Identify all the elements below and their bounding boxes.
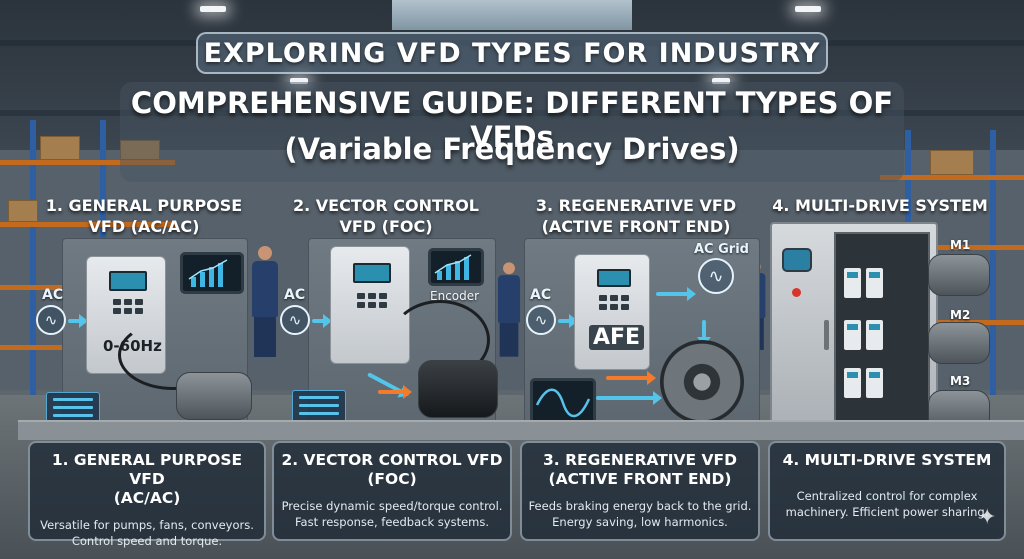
drive-module: [844, 268, 861, 298]
worker-figure: [252, 246, 278, 357]
title-panel: COMPREHENSIVE GUIDE: DIFFERENT TYPES OF …: [120, 82, 904, 182]
workbench: [518, 420, 768, 440]
motor-m1: [928, 254, 990, 296]
info-card-title: 2. VECTOR CONTROL VFD (FOC): [281, 451, 503, 488]
shelf-post: [30, 120, 36, 410]
column-heading-regenerative: 3. REGENERATIVE VFD (ACTIVE FRONT END): [535, 196, 737, 236]
worker-figure: [497, 262, 521, 357]
header-badge: EXPLORING VFD TYPES FOR INDUSTRY: [196, 32, 828, 74]
shelf-post: [990, 130, 996, 400]
info-card-multi-drive: 4. MULTI-DRIVE SYSTEM Centralized contro…: [768, 441, 1006, 541]
motor-m2: [928, 322, 990, 364]
workbench: [18, 420, 270, 440]
ceiling-lamp: [795, 6, 821, 12]
vfd-unit-regenerative: AFE: [574, 254, 650, 370]
info-card-description: Precise dynamic speed/torque control. Fa…: [281, 499, 503, 529]
motor-label-m3: M3: [950, 374, 971, 388]
motor-label-m2: M2: [950, 308, 971, 322]
info-card-general-purpose: 1. GENERAL PURPOSE VFD (AC/AC) Versatile…: [28, 441, 266, 548]
info-card-description: Feeds braking energy back to the grid. E…: [528, 499, 752, 529]
encoder-label: Encoder: [430, 289, 480, 303]
column-heading-vector-control: 2. VECTOR CONTROL VFD (FOC): [292, 196, 479, 236]
drive-module: [844, 368, 861, 398]
regen-flow-arrow: [702, 320, 706, 340]
ac-input-label: AC: [530, 287, 552, 303]
info-card-title: 1. GENERAL PURPOSE VFD (AC/AC): [51, 451, 243, 507]
info-card-description: Centralized control for complex machiner…: [785, 489, 989, 519]
flywheel-icon: [660, 340, 744, 424]
header-badge-text: EXPLORING VFD TYPES FOR INDUSTRY: [203, 37, 821, 69]
chart-monitor-icon: [180, 252, 244, 294]
hmi-screen-icon: [782, 248, 812, 272]
shelf-board: [880, 175, 1024, 180]
ac-input-label: AC: [42, 287, 64, 303]
sparkle-icon: ✦: [978, 505, 997, 530]
info-card-description: Versatile for pumps, fans, conveyors. Co…: [40, 518, 254, 548]
motor-label-m1: M1: [950, 238, 971, 252]
column-heading-multi-drive: 4. MULTI-DRIVE SYSTEM: [772, 196, 988, 215]
workbench: [768, 420, 1024, 440]
info-tag-icon: [292, 390, 346, 424]
ac-grid-sine-icon: ∿: [698, 258, 734, 294]
cabinet-interior: [834, 232, 930, 426]
door-handle: [824, 320, 829, 350]
feedback-arrow: [378, 385, 412, 399]
info-card-title: 4. MULTI-DRIVE SYSTEM: [782, 451, 992, 469]
chart-monitor-icon: [428, 248, 484, 286]
page-title: COMPREHENSIVE GUIDE: DIFFERENT TYPES OF …: [130, 86, 894, 154]
emergency-stop-icon: [792, 288, 801, 297]
ceiling-lamp: [712, 78, 730, 84]
waveform-monitor-icon: [530, 378, 596, 426]
storage-box: [8, 200, 38, 222]
regen-flow-arrow: [656, 287, 696, 301]
info-card-title: 3. REGENERATIVE VFD (ACTIVE FRONT END): [543, 451, 737, 488]
storage-box: [40, 136, 80, 160]
drive-module: [866, 320, 883, 350]
storage-box: [120, 140, 160, 160]
storage-box: [930, 150, 974, 175]
drive-module: [844, 320, 861, 350]
page-subtitle: (Variable Frequency Drives): [284, 132, 740, 166]
info-card-vector-control: 2. VECTOR CONTROL VFD (FOC) Precise dyna…: [272, 441, 512, 541]
drive-module: [866, 268, 883, 298]
shelf-board: [880, 245, 1024, 250]
workbench: [270, 420, 518, 440]
power-flow-arrow: [558, 314, 578, 328]
ac-motor: [176, 372, 252, 420]
column-heading-general-purpose: 1. GENERAL PURPOSE VFD (AC/AC): [45, 196, 243, 236]
shelf-board: [0, 160, 175, 165]
skylight: [392, 0, 632, 30]
ac-sine-icon: ∿: [526, 305, 556, 335]
motor-cable: [118, 320, 228, 390]
ac-grid-label: AC Grid: [694, 242, 749, 257]
control-cabinet: [770, 222, 938, 434]
motor-cable: [390, 300, 490, 380]
roof-beam: [0, 110, 1024, 116]
ac-input-label: AC: [284, 287, 306, 303]
ceiling-lamp: [200, 6, 226, 12]
info-card-regenerative: 3. REGENERATIVE VFD (ACTIVE FRONT END) F…: [520, 441, 760, 541]
ceiling-lamp: [290, 78, 308, 84]
power-flow-arrow: [68, 314, 88, 328]
braking-energy-arrow: [596, 391, 662, 405]
power-flow-arrow: [312, 314, 332, 328]
shelf-board: [0, 222, 175, 227]
drive-module: [866, 368, 883, 398]
ac-sine-icon: ∿: [280, 305, 310, 335]
servo-motor: [418, 360, 498, 418]
braking-energy-arrow: [606, 371, 656, 385]
afe-label: AFE: [589, 325, 645, 350]
ac-sine-icon: ∿: [36, 305, 66, 335]
